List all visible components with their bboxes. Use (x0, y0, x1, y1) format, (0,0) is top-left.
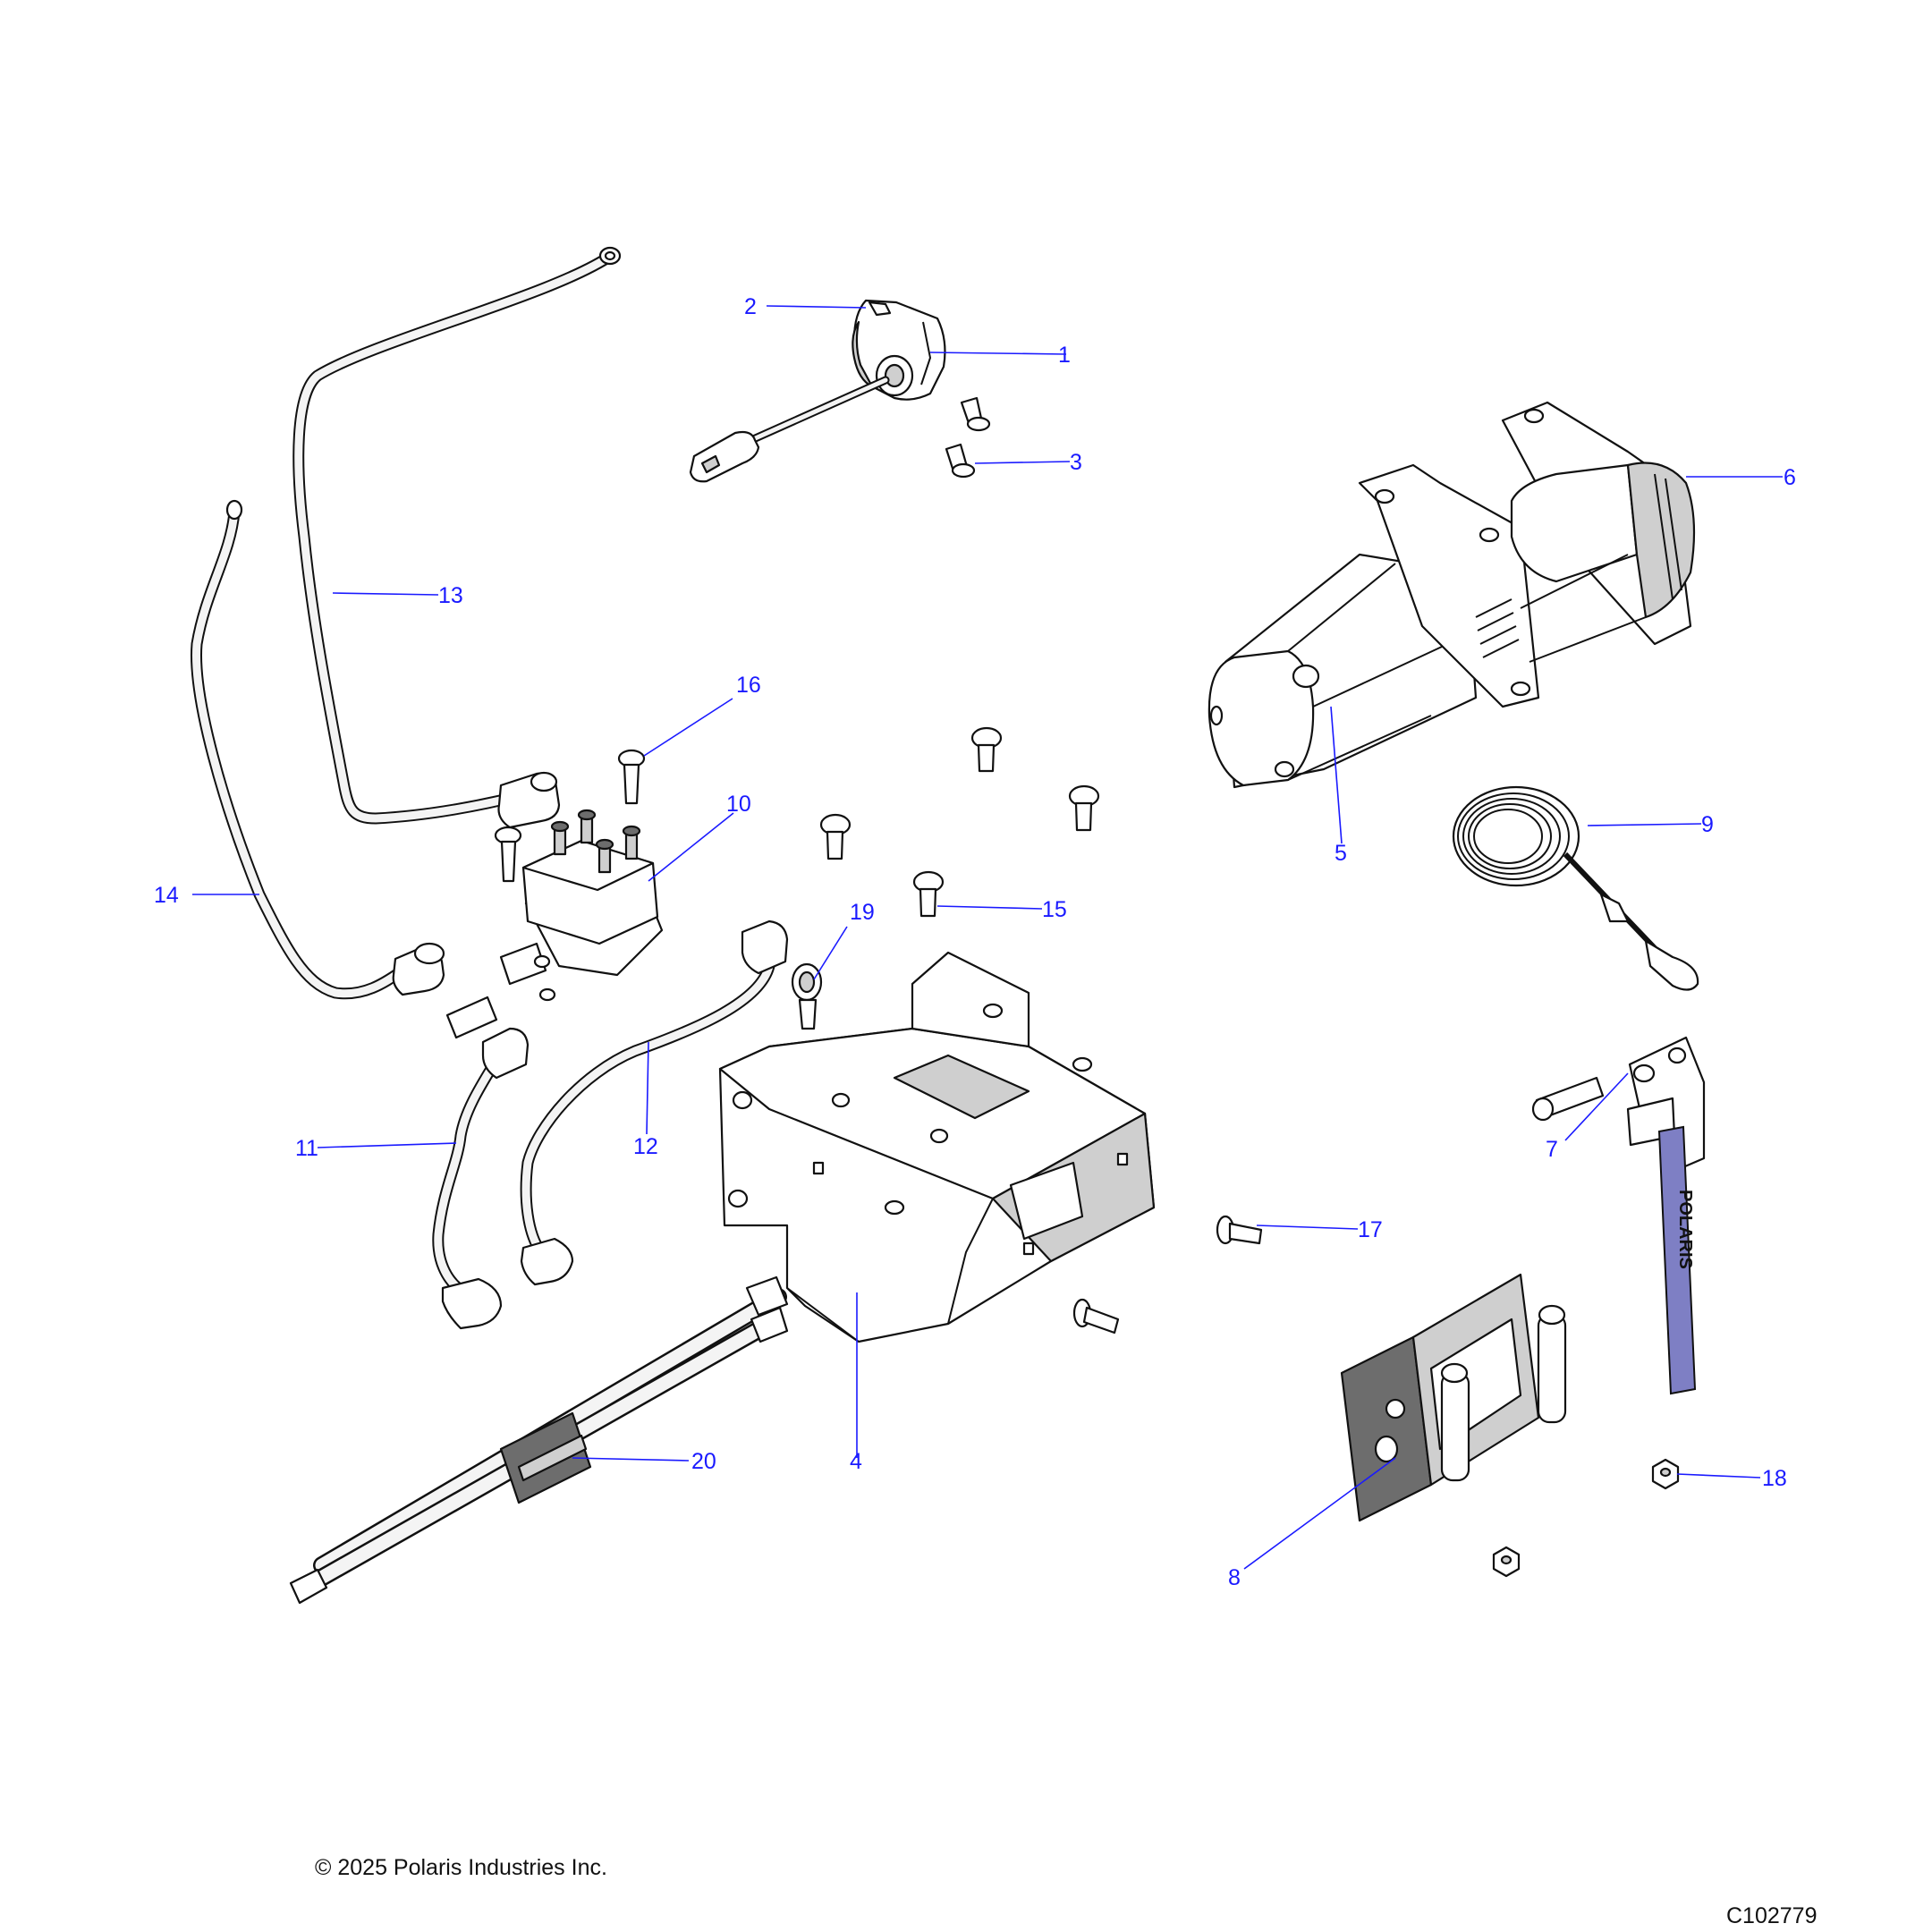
screw-3 (945, 396, 991, 479)
callout-7: 7 (1546, 1137, 1558, 1162)
nut-18 (1492, 1458, 1680, 1578)
fairlead-8 (1340, 1273, 1567, 1522)
callout-9: 9 (1701, 812, 1714, 837)
callout-2: 2 (744, 294, 757, 319)
bolt-16 (494, 749, 646, 883)
strap-brand-text: POLARIS (1675, 1190, 1695, 1269)
leader-lines (192, 305, 1783, 1570)
callout-11: 11 (295, 1136, 318, 1161)
callout-18: 18 (1762, 1466, 1787, 1491)
callout-14: 14 (154, 883, 179, 908)
switch-wire (689, 376, 890, 483)
bracket-4 (718, 951, 1156, 1343)
callout-12: 12 (633, 1134, 658, 1159)
callout-3: 3 (1070, 450, 1082, 475)
callout-17: 17 (1358, 1217, 1383, 1242)
callout-20: 20 (691, 1449, 716, 1474)
bolt-17 (1072, 1215, 1263, 1335)
harness-20 (289, 1275, 789, 1605)
callout-10: 10 (726, 792, 751, 817)
copyright-text: © 2025 Polaris Industries Inc. (315, 1855, 607, 1880)
winch-switch-1 (852, 299, 946, 401)
callout-13: 13 (438, 583, 463, 608)
strap: POLARIS (1657, 1125, 1697, 1395)
cable-14 (191, 499, 445, 1000)
rope-9 (1452, 785, 1699, 991)
bolt-15 (819, 726, 1100, 918)
cable-13 (292, 246, 622, 829)
callout-19: 19 (850, 900, 875, 925)
callout-16: 16 (736, 673, 761, 698)
callout-8: 8 (1228, 1565, 1241, 1590)
callout-4: 4 (850, 1449, 862, 1474)
cable-11 (432, 1027, 530, 1330)
figure-id: C102779 (1726, 1903, 1818, 1928)
callout-15: 15 (1042, 897, 1067, 922)
callout-6: 6 (1784, 465, 1796, 490)
callout-1: 1 (1058, 343, 1071, 368)
winch-5 (1208, 401, 1696, 789)
solenoid-10 (445, 809, 664, 1039)
callouts: 1 2 3 4 5 6 7 8 9 10 11 12 13 14 15 16 1… (154, 294, 1796, 1590)
callout-5: 5 (1335, 841, 1347, 866)
cable-12 (520, 919, 789, 1286)
eyebolt-19 (791, 962, 823, 1030)
